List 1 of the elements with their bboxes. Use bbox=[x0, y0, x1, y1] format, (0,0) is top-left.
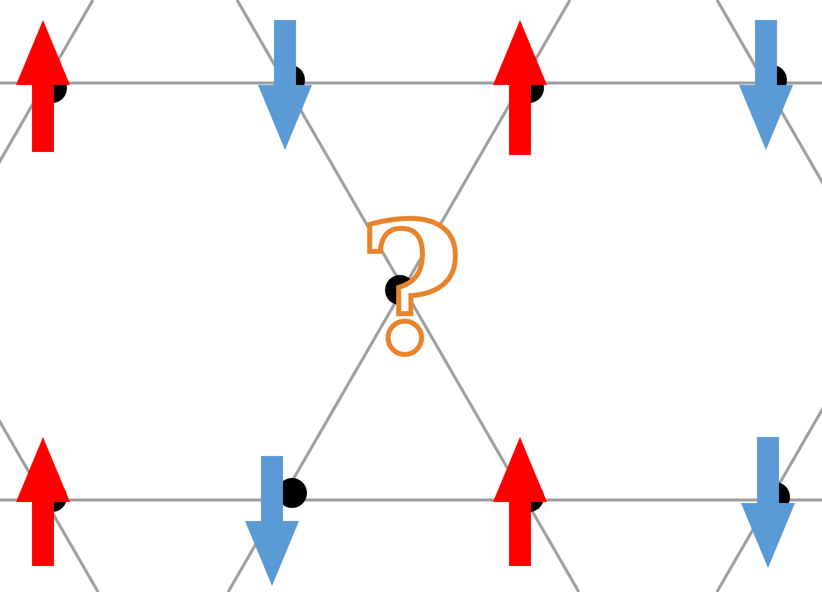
question-mark-label: ? bbox=[358, 200, 464, 380]
